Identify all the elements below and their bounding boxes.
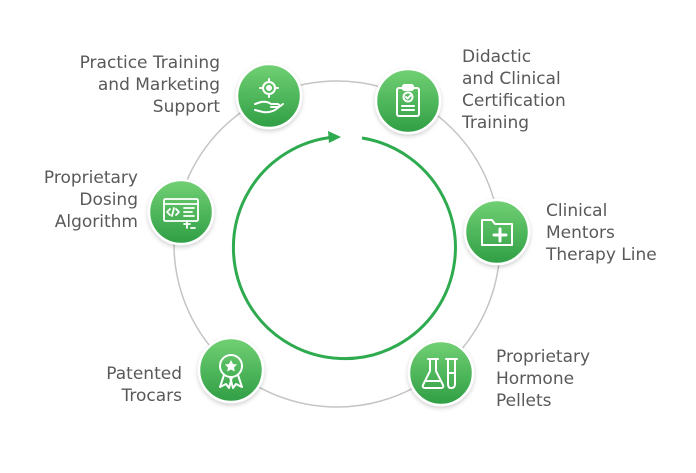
node-didactic bbox=[374, 67, 442, 135]
node-practice-training bbox=[235, 62, 303, 130]
label-dosing: Proprietary Dosing Algorithm bbox=[43, 168, 138, 232]
label-practice-training: Practice Training and Marketing Support bbox=[79, 53, 220, 117]
code-screen-icon bbox=[163, 198, 199, 229]
test-tubes-icon bbox=[421, 358, 458, 389]
label-hormone-pellets: Proprietary Hormone Pellets bbox=[496, 347, 591, 411]
award-badge-icon bbox=[219, 354, 243, 389]
node-hormone-pellets bbox=[407, 339, 475, 407]
node-dosing bbox=[147, 178, 215, 246]
gear-hand-icon bbox=[254, 78, 284, 114]
node-trocars bbox=[197, 336, 265, 404]
label-didactic: Didactic and Clinical Certification Trai… bbox=[462, 47, 566, 133]
label-clinical-mentors: Clinical Mentors Therapy Line bbox=[546, 201, 657, 265]
cycle-arrow bbox=[231, 135, 457, 361]
clipboard-check-icon bbox=[396, 84, 420, 117]
medical-folder-icon bbox=[481, 219, 513, 246]
node-clinical-mentors bbox=[463, 198, 531, 266]
label-trocars: Patented Trocars bbox=[106, 364, 182, 406]
cycle-arrowhead bbox=[328, 131, 341, 143]
